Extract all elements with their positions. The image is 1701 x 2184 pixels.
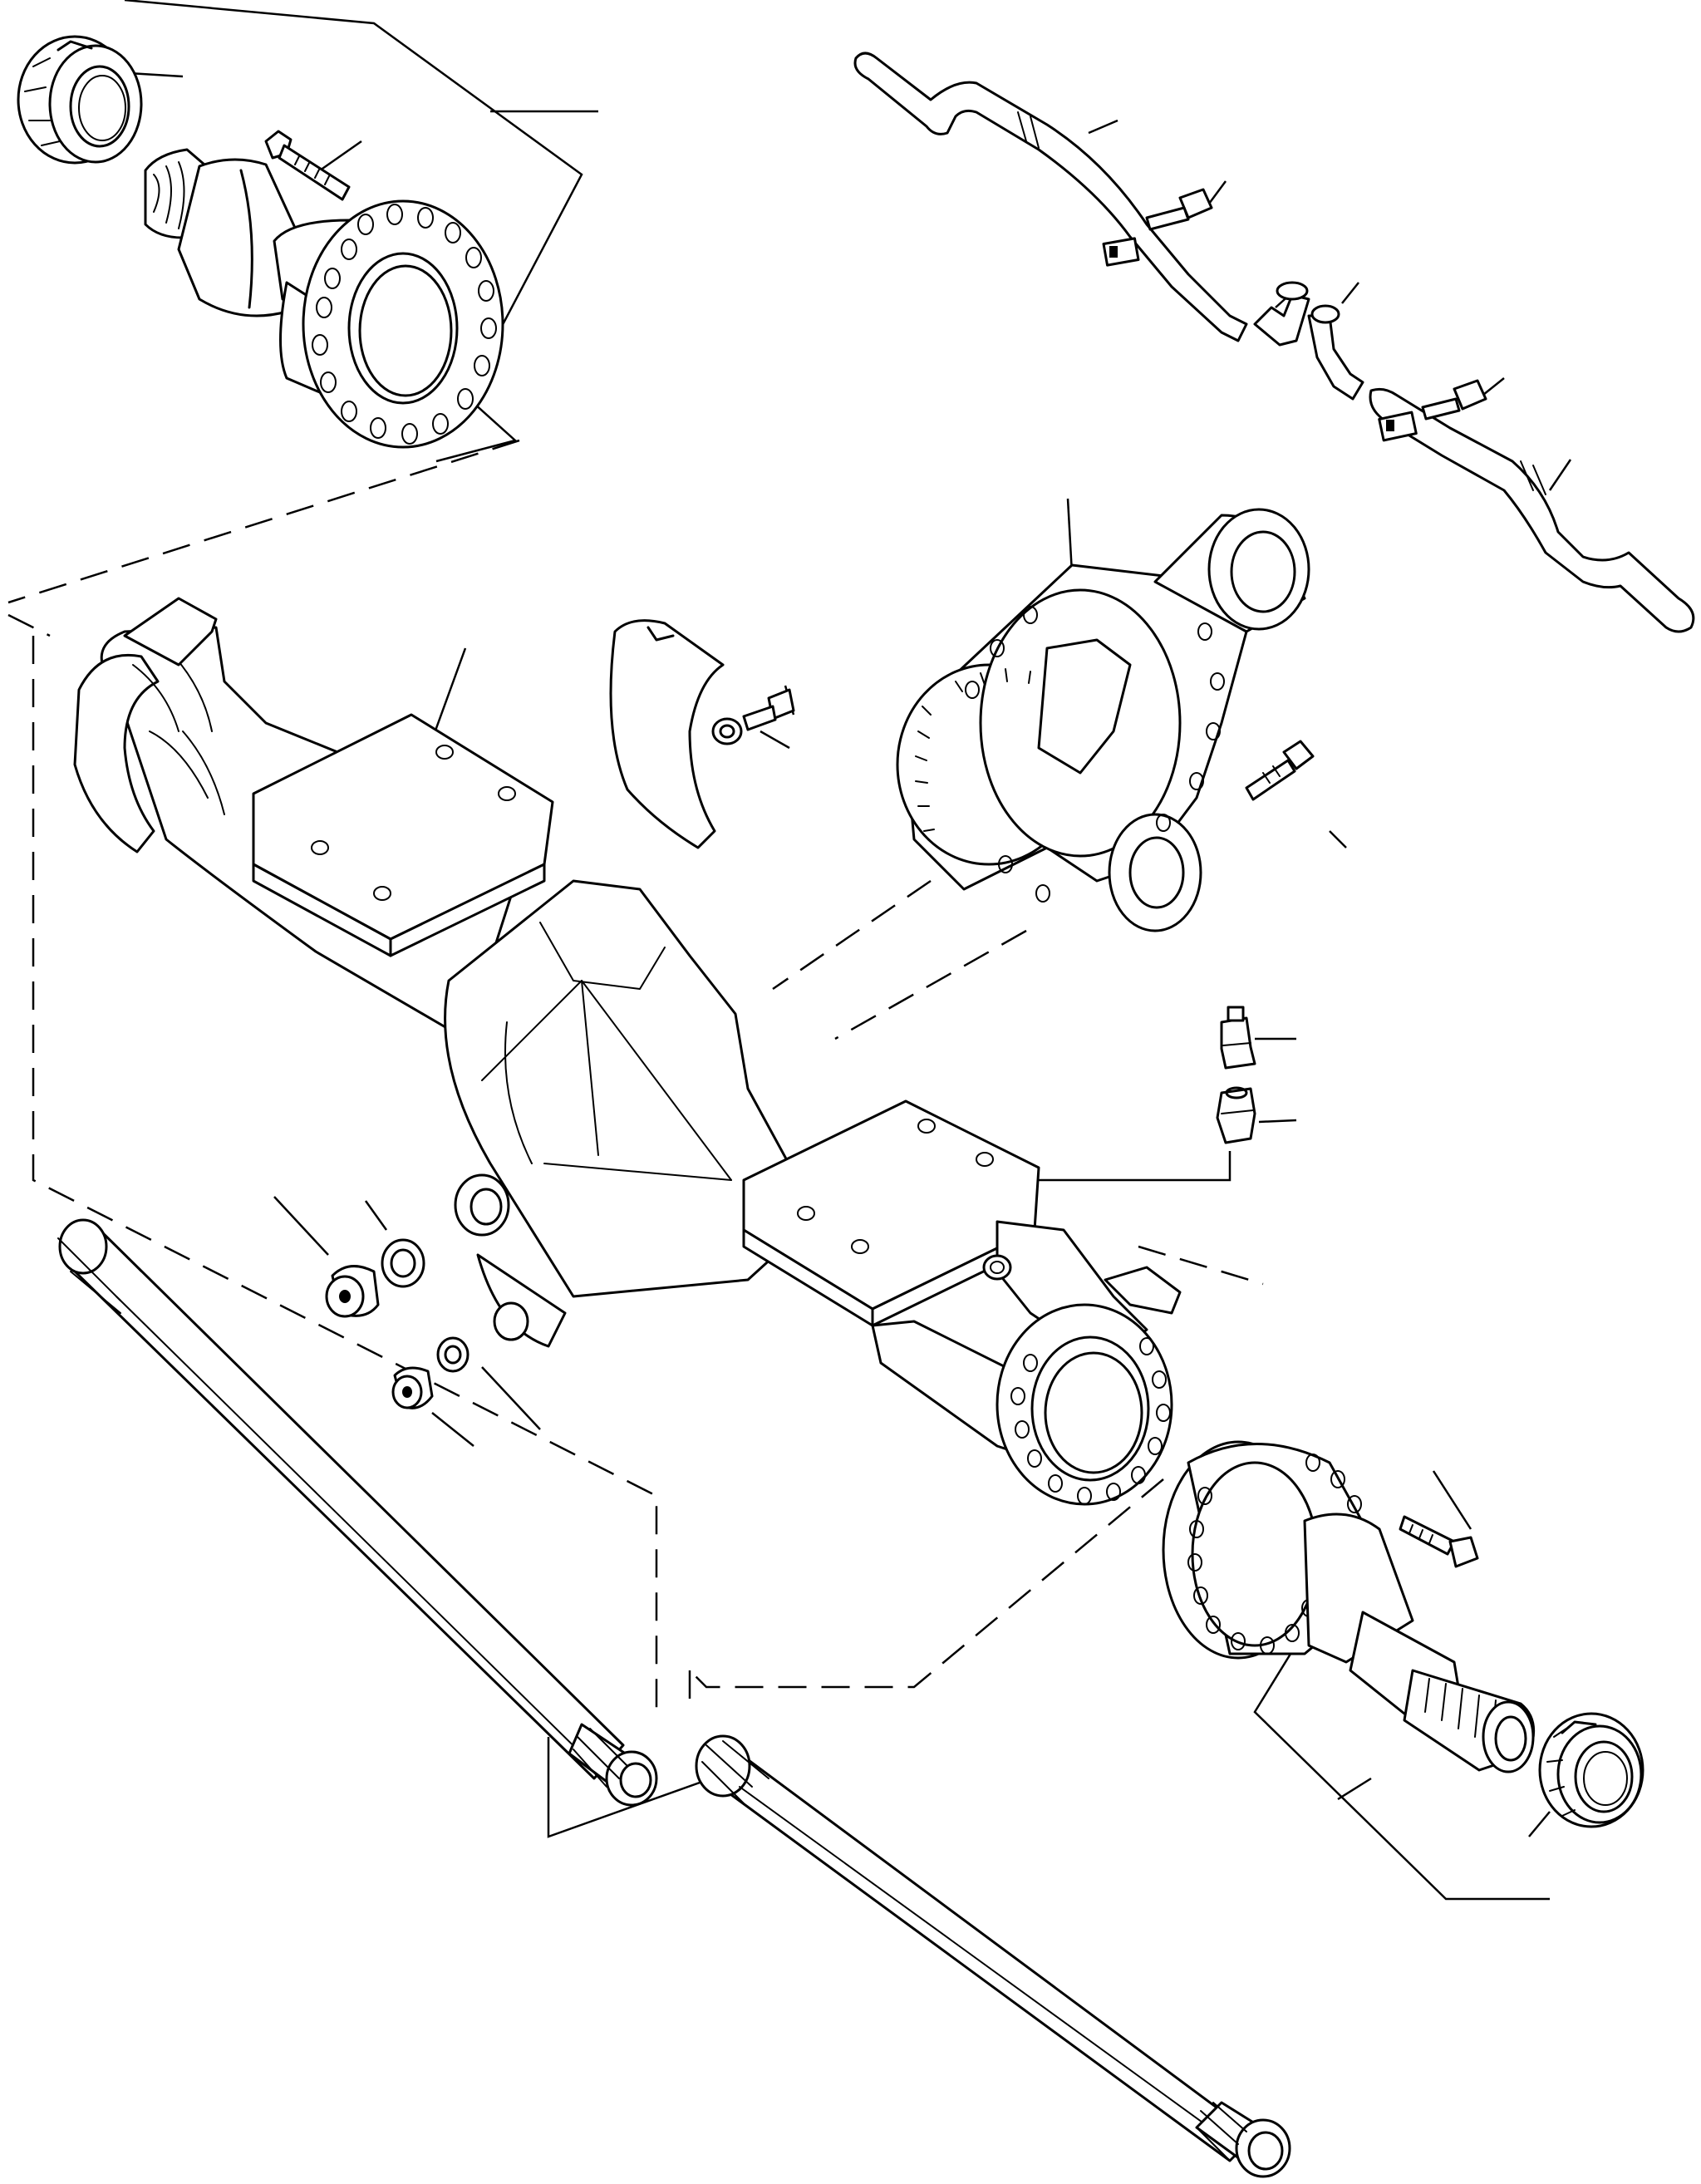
drain-plug xyxy=(325,1265,380,1318)
right-hub-nut xyxy=(1538,1712,1644,1828)
brake-pipe-right xyxy=(1369,387,1695,633)
sealing-washer-lower xyxy=(436,1336,469,1373)
left-axle-shaft xyxy=(57,1218,658,1807)
pipe-union-elbow xyxy=(1307,304,1364,401)
pipe-clip-bolt-right xyxy=(1378,379,1487,442)
alignment-dashed-lines xyxy=(7,439,1264,1712)
differential-ring-gear-teeth xyxy=(915,668,1031,832)
differential-bolt-holes xyxy=(965,606,1225,903)
breather-valve xyxy=(1220,1006,1256,1070)
right-axle-shaft xyxy=(695,1734,1291,2178)
hub-bolt-right xyxy=(1399,1515,1479,1568)
housing-flange-holes-right xyxy=(1010,1337,1171,1505)
sealing-washer-upper xyxy=(381,1238,425,1288)
rear-axle-housing xyxy=(73,597,1182,1506)
differential-bolt xyxy=(1245,740,1315,801)
housing-cover-plate xyxy=(609,619,725,849)
leader-lines xyxy=(124,0,1572,1901)
hub-bolt-holes-left xyxy=(312,204,497,445)
level-plug xyxy=(391,1366,434,1409)
hub-bolt-left xyxy=(264,130,351,201)
right-hub-carrier xyxy=(1162,1440,1536,1773)
pipe-clip-bolt-left xyxy=(1102,188,1213,267)
breather-adaptor xyxy=(1216,1086,1256,1144)
cover-washer xyxy=(711,717,743,745)
pipe-union-tee xyxy=(1253,281,1310,347)
brake-pipe-left xyxy=(853,52,1248,342)
differential-assembly xyxy=(896,508,1310,932)
left-hub-nut xyxy=(17,35,143,165)
cover-bolt xyxy=(742,688,795,731)
left-hub-carrier xyxy=(144,148,504,449)
